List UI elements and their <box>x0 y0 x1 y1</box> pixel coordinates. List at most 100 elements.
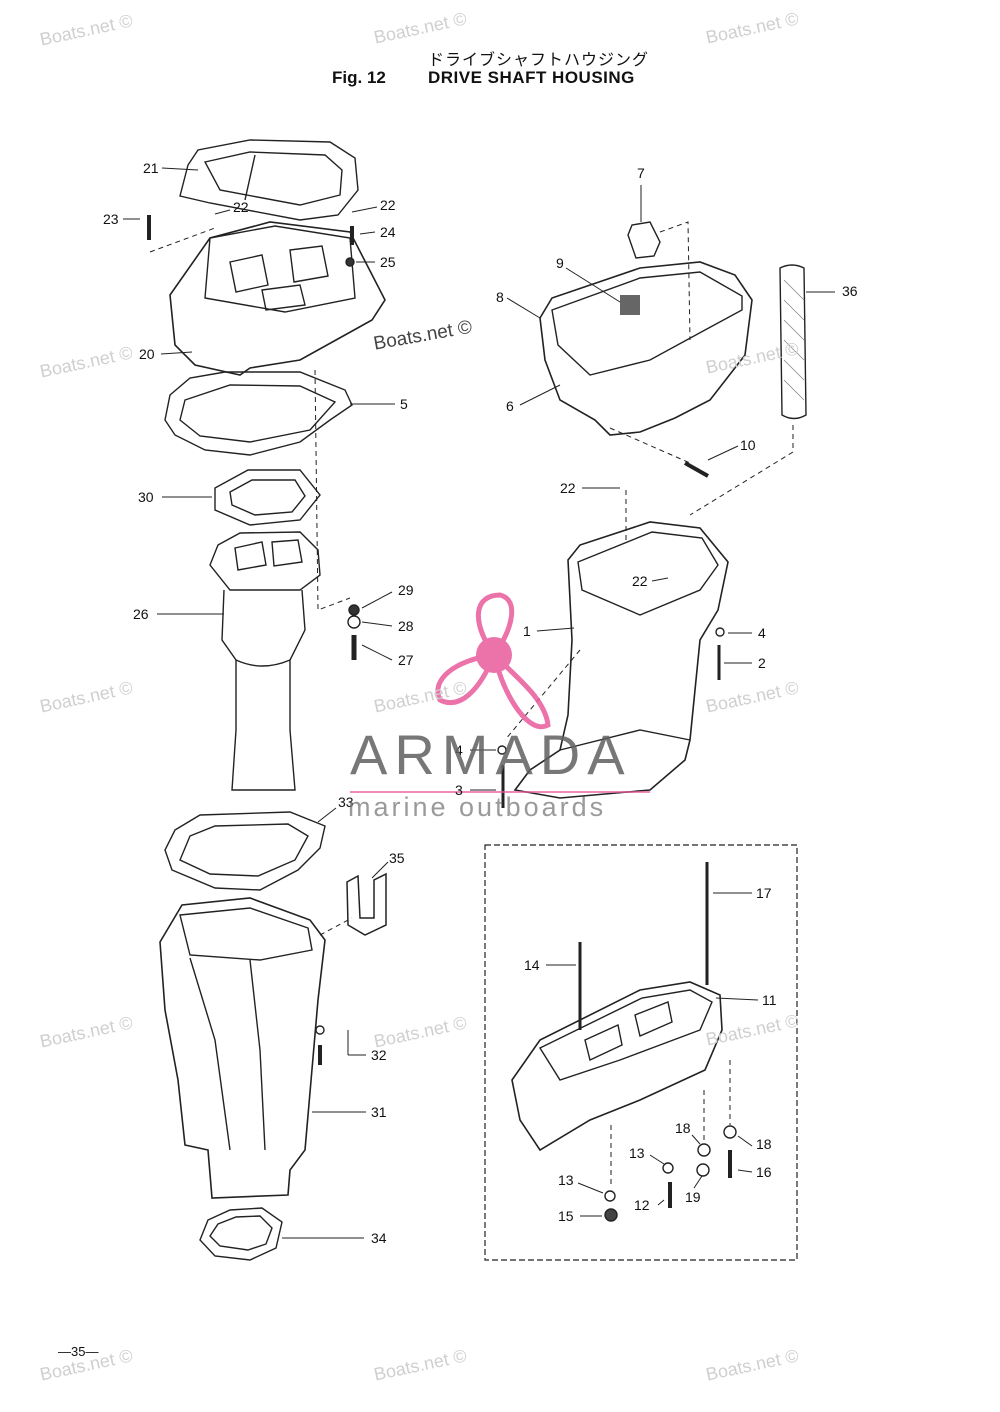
callout-number: 2 <box>758 655 766 671</box>
propeller-logo <box>435 592 551 730</box>
propeller-hub <box>476 637 512 673</box>
callout-number: 15 <box>558 1208 574 1224</box>
washer-4 <box>715 627 725 637</box>
driveshaft-housing-fin <box>559 729 691 751</box>
cover-pad <box>620 295 640 315</box>
clip <box>346 872 387 936</box>
header-title: DRIVE SHAFT HOUSING <box>428 68 635 87</box>
rubber-tube-texture <box>783 279 805 401</box>
lower-housing-crease <box>249 959 266 1151</box>
callout-labels: 21 22 23 22 24 25 20 5 30 29 28 27 26 7 … <box>103 160 858 1246</box>
callout-number: 30 <box>138 489 154 505</box>
mid-gasket-inner <box>179 384 337 443</box>
callout-number: 7 <box>637 165 645 181</box>
nut-13b <box>662 1162 674 1174</box>
lower-housing-rim <box>179 907 313 961</box>
callout-number: 27 <box>398 652 414 668</box>
exhaust-gasket <box>214 469 321 526</box>
callout-number: 36 <box>842 283 858 299</box>
callout-number: 3 <box>455 782 463 798</box>
lower-gasket-inner <box>179 823 309 877</box>
callout-number: 1 <box>523 623 531 639</box>
callout-number: 23 <box>103 211 119 227</box>
bottom-gasket <box>199 1207 283 1261</box>
washer-4b <box>497 745 507 755</box>
brand-tagline: marine outboards <box>348 792 607 822</box>
callout-number: 33 <box>338 794 354 810</box>
callout-number: 31 <box>371 1104 387 1120</box>
callout-number: 24 <box>380 224 396 240</box>
callout-number: 35 <box>389 850 405 866</box>
mid-gasket <box>164 371 353 456</box>
exhaust-tube-rim <box>235 659 291 667</box>
callout-number: 12 <box>634 1197 650 1213</box>
leader-lines <box>123 167 835 1239</box>
callout-number: 22 <box>380 197 396 213</box>
callout-number: 5 <box>400 396 408 412</box>
driveshaft-housing <box>513 521 729 799</box>
lower-housing <box>159 897 326 1199</box>
callout-number: 26 <box>133 606 149 622</box>
upper-mount <box>169 221 386 376</box>
alignment-line <box>504 649 581 741</box>
callout-number: 28 <box>398 618 414 634</box>
alignment-line <box>659 221 691 341</box>
callout-number: 4 <box>758 625 766 641</box>
callout-number: 6 <box>506 398 514 414</box>
alignment-line <box>319 917 353 936</box>
alignment-line <box>314 369 351 611</box>
alignment-line <box>689 425 794 516</box>
cover-pan-rim <box>551 271 743 376</box>
nut-15 <box>604 1208 618 1222</box>
top-gasket <box>179 139 359 221</box>
upper-mount-top <box>204 225 356 313</box>
exhaust-gasket-inner <box>229 479 306 516</box>
washer-18b <box>723 1125 737 1139</box>
alignment-line <box>609 427 691 464</box>
washer-18 <box>697 1143 711 1157</box>
top-gasket-inner <box>203 151 343 206</box>
gasket-divider <box>244 154 256 201</box>
exhaust-tube-flange <box>209 531 321 591</box>
detail-box <box>484 844 798 1261</box>
nut-13 <box>604 1190 616 1202</box>
upper-mount-cell <box>289 245 329 283</box>
brand-name: ARMADA <box>350 723 632 786</box>
callout-number: 20 <box>139 346 155 362</box>
callout-number: 22 <box>632 573 648 589</box>
nut-19 <box>696 1163 710 1177</box>
lower-case-cell <box>634 1001 673 1037</box>
figure-label: Fig. 12 <box>332 68 386 87</box>
propeller-blade <box>489 647 551 730</box>
propeller-blade <box>435 651 498 706</box>
callout-number: 4 <box>455 742 463 758</box>
callout-number: 34 <box>371 1230 387 1246</box>
alignment-line <box>149 227 216 253</box>
upper-mount-cell <box>261 284 306 311</box>
callout-number: 14 <box>524 957 540 973</box>
exhaust-tube-body <box>221 589 306 791</box>
bolt-10 <box>684 461 709 478</box>
bottom-gasket-inner <box>209 1215 273 1251</box>
callout-number: 13 <box>629 1145 645 1161</box>
callout-number: 29 <box>398 582 414 598</box>
lower-gasket <box>164 811 326 891</box>
callout-number: 22 <box>560 480 576 496</box>
grommet <box>627 221 661 259</box>
propeller-blade <box>476 592 515 660</box>
page-number: —35— <box>58 1344 99 1359</box>
callout-number: 18 <box>756 1136 772 1152</box>
nut-29 <box>348 604 360 616</box>
exhaust-tube-cell <box>234 541 267 571</box>
callout-number: 10 <box>740 437 756 453</box>
callout-number: 9 <box>556 255 564 271</box>
callout-number: 13 <box>558 1172 574 1188</box>
nut-25 <box>345 257 355 267</box>
cover-pan <box>539 261 753 436</box>
callout-number: 18 <box>675 1120 691 1136</box>
rubber-tube <box>779 264 807 420</box>
callout-number: 8 <box>496 289 504 305</box>
lower-housing-crease <box>189 957 231 1151</box>
lower-case-cell <box>584 1023 623 1061</box>
